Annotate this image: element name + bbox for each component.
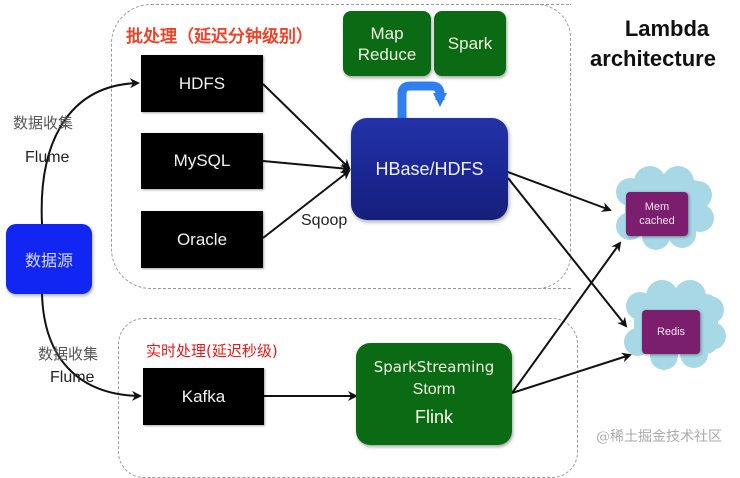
serving-memcached[interactable]: Mem cached: [626, 192, 688, 236]
flume-bottom-arrow: [41, 293, 142, 401]
collection-bottom-tool: Flume: [50, 369, 95, 386]
mysql-to-hbase-arrow: [262, 160, 351, 174]
engine-storm: Storm: [412, 381, 456, 398]
loop-arrow: [397, 81, 447, 118]
data-source[interactable]: 数据源: [6, 224, 92, 294]
storage-label: HBase/HDFS: [375, 158, 484, 179]
source-mysql[interactable]: MySQL: [141, 133, 263, 189]
streaming-to-memcached-arrow: [511, 241, 622, 394]
queue-kafka[interactable]: Kafka: [143, 368, 264, 425]
engine-flink: Flink: [414, 407, 453, 427]
data-source-label: 数据源: [24, 251, 73, 270]
flume-top-arrow: [40, 78, 140, 225]
compute-mapreduce[interactable]: Map Reduce: [343, 11, 431, 76]
realtime-heading: 实时处理(延迟秒级): [146, 342, 278, 360]
source-oracle-label: Oracle: [176, 229, 228, 249]
memcached-line1: Mem: [644, 201, 670, 213]
serving-redis[interactable]: Redis: [642, 310, 700, 354]
mapreduce-line2: Reduce: [357, 44, 417, 64]
source-mysql-label: MySQL: [173, 151, 231, 170]
source-hdfs-label: HDFS: [178, 73, 226, 93]
spark-label: Spark: [447, 33, 493, 53]
title-line2: architecture: [590, 46, 716, 71]
streaming-engines[interactable]: SparkStreaming Storm Flink: [356, 343, 512, 445]
oracle-to-hbase-arrow: [262, 169, 351, 239]
title-line1: Lambda: [624, 16, 710, 41]
batch-heading: 批处理（延迟分钟级别）: [126, 27, 313, 47]
sqoop-label: Sqoop: [301, 212, 348, 229]
storage-hbase-hdfs[interactable]: HBase/HDFS: [351, 118, 508, 220]
collection-top-tool: Flume: [25, 149, 70, 166]
memcached-line2: cached: [639, 215, 675, 227]
hbase-to-redis-arrow: [507, 177, 628, 328]
compute-spark[interactable]: Spark: [434, 11, 506, 76]
hbase-to-memcached-arrow: [507, 171, 612, 212]
source-hdfs[interactable]: HDFS: [141, 55, 263, 112]
hdfs-to-hbase-arrow: [262, 83, 351, 170]
source-oracle[interactable]: Oracle: [141, 211, 263, 268]
collection-bottom-label: 数据收集: [38, 345, 99, 363]
streaming-to-redis-arrow: [511, 352, 632, 394]
batch-region-right: [500, 4, 571, 289]
engine-sparkstreaming: SparkStreaming: [373, 358, 495, 376]
redis-label: Redis: [656, 326, 686, 338]
watermark: @稀土掘金技术社区: [596, 429, 722, 445]
collection-top-label: 数据收集: [13, 114, 74, 132]
kafka-label: Kafka: [181, 386, 226, 406]
batch-region: [111, 4, 571, 289]
mapreduce-line1: Map: [370, 23, 404, 43]
